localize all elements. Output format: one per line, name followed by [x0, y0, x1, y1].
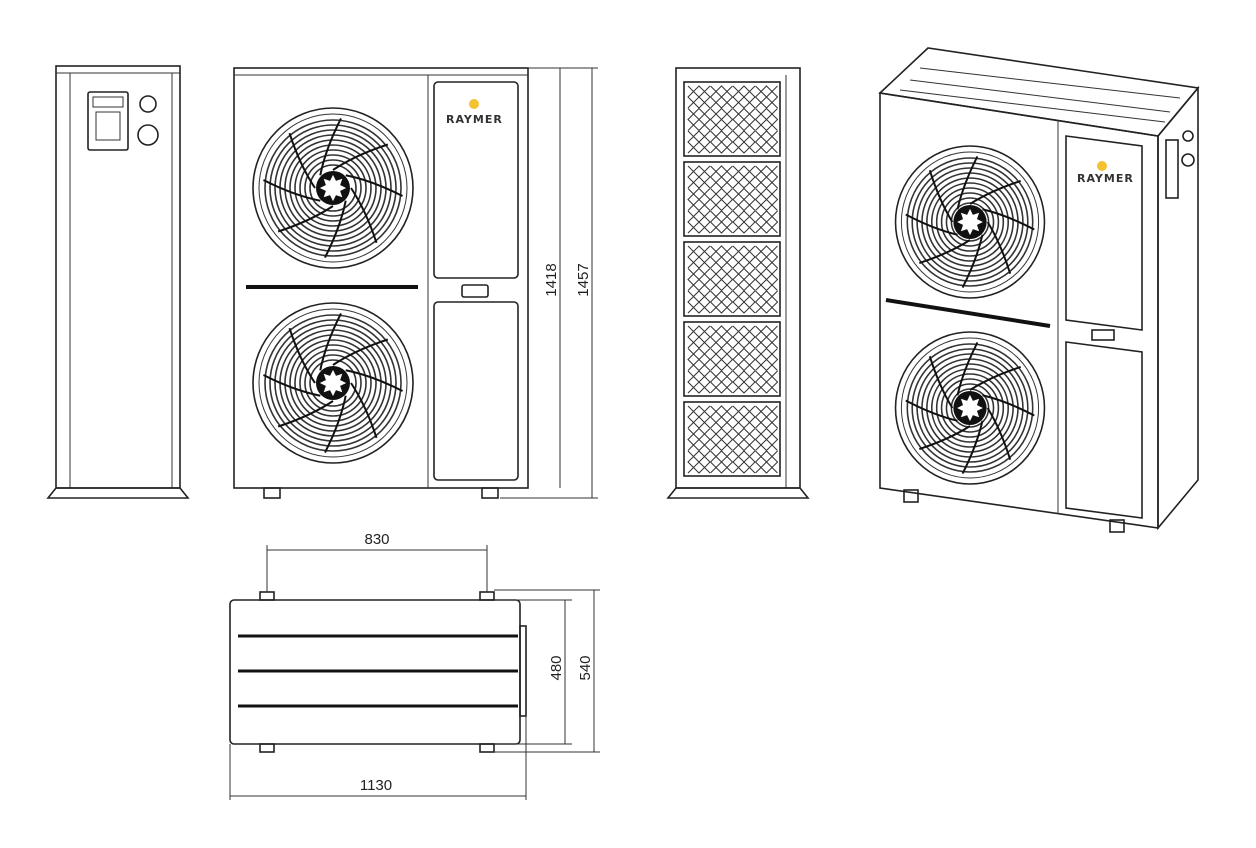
fan-top: [252, 107, 414, 269]
fan-hub-icon: [957, 394, 983, 422]
fan-bottom: [252, 302, 414, 464]
grille-panel: [683, 161, 781, 237]
iso-fan-bottom: [894, 331, 1046, 485]
logo-accent-icon: [469, 99, 479, 109]
side-view-left: [46, 65, 190, 499]
iso-fan-top: [894, 145, 1046, 299]
dim-total-depth: 540: [577, 655, 594, 680]
side-view-grille: [666, 67, 810, 499]
dim-inner-height: 1418: [543, 263, 560, 296]
dim-total-height: 1457: [575, 263, 592, 296]
dim-foot-spacing: 830: [364, 531, 389, 548]
port-icon: [137, 124, 159, 146]
fan-hub-icon: [319, 369, 347, 397]
grille-panel: [683, 401, 781, 477]
knob-icon: [139, 95, 157, 113]
fan-hub-icon: [957, 208, 983, 236]
grille-panel: [683, 81, 781, 157]
iso-logo-accent-icon: [1097, 161, 1107, 171]
grille-panel: [683, 241, 781, 317]
front-view: RAYMER 1418 1457: [233, 67, 598, 499]
brand-logo: RAYMER: [446, 113, 503, 126]
grille-panel: [683, 321, 781, 397]
fan-hub-icon: [319, 174, 347, 202]
dim-foot-depth: 480: [548, 655, 565, 680]
iso-brand-logo: RAYMER: [1077, 172, 1134, 185]
isometric-view: RAYMER: [878, 47, 1200, 533]
controller-display-icon: [87, 91, 129, 151]
dim-total-width: 1130: [360, 777, 392, 794]
top-view: 830 480 540 1130: [229, 531, 600, 800]
handle-icon: [461, 284, 489, 298]
